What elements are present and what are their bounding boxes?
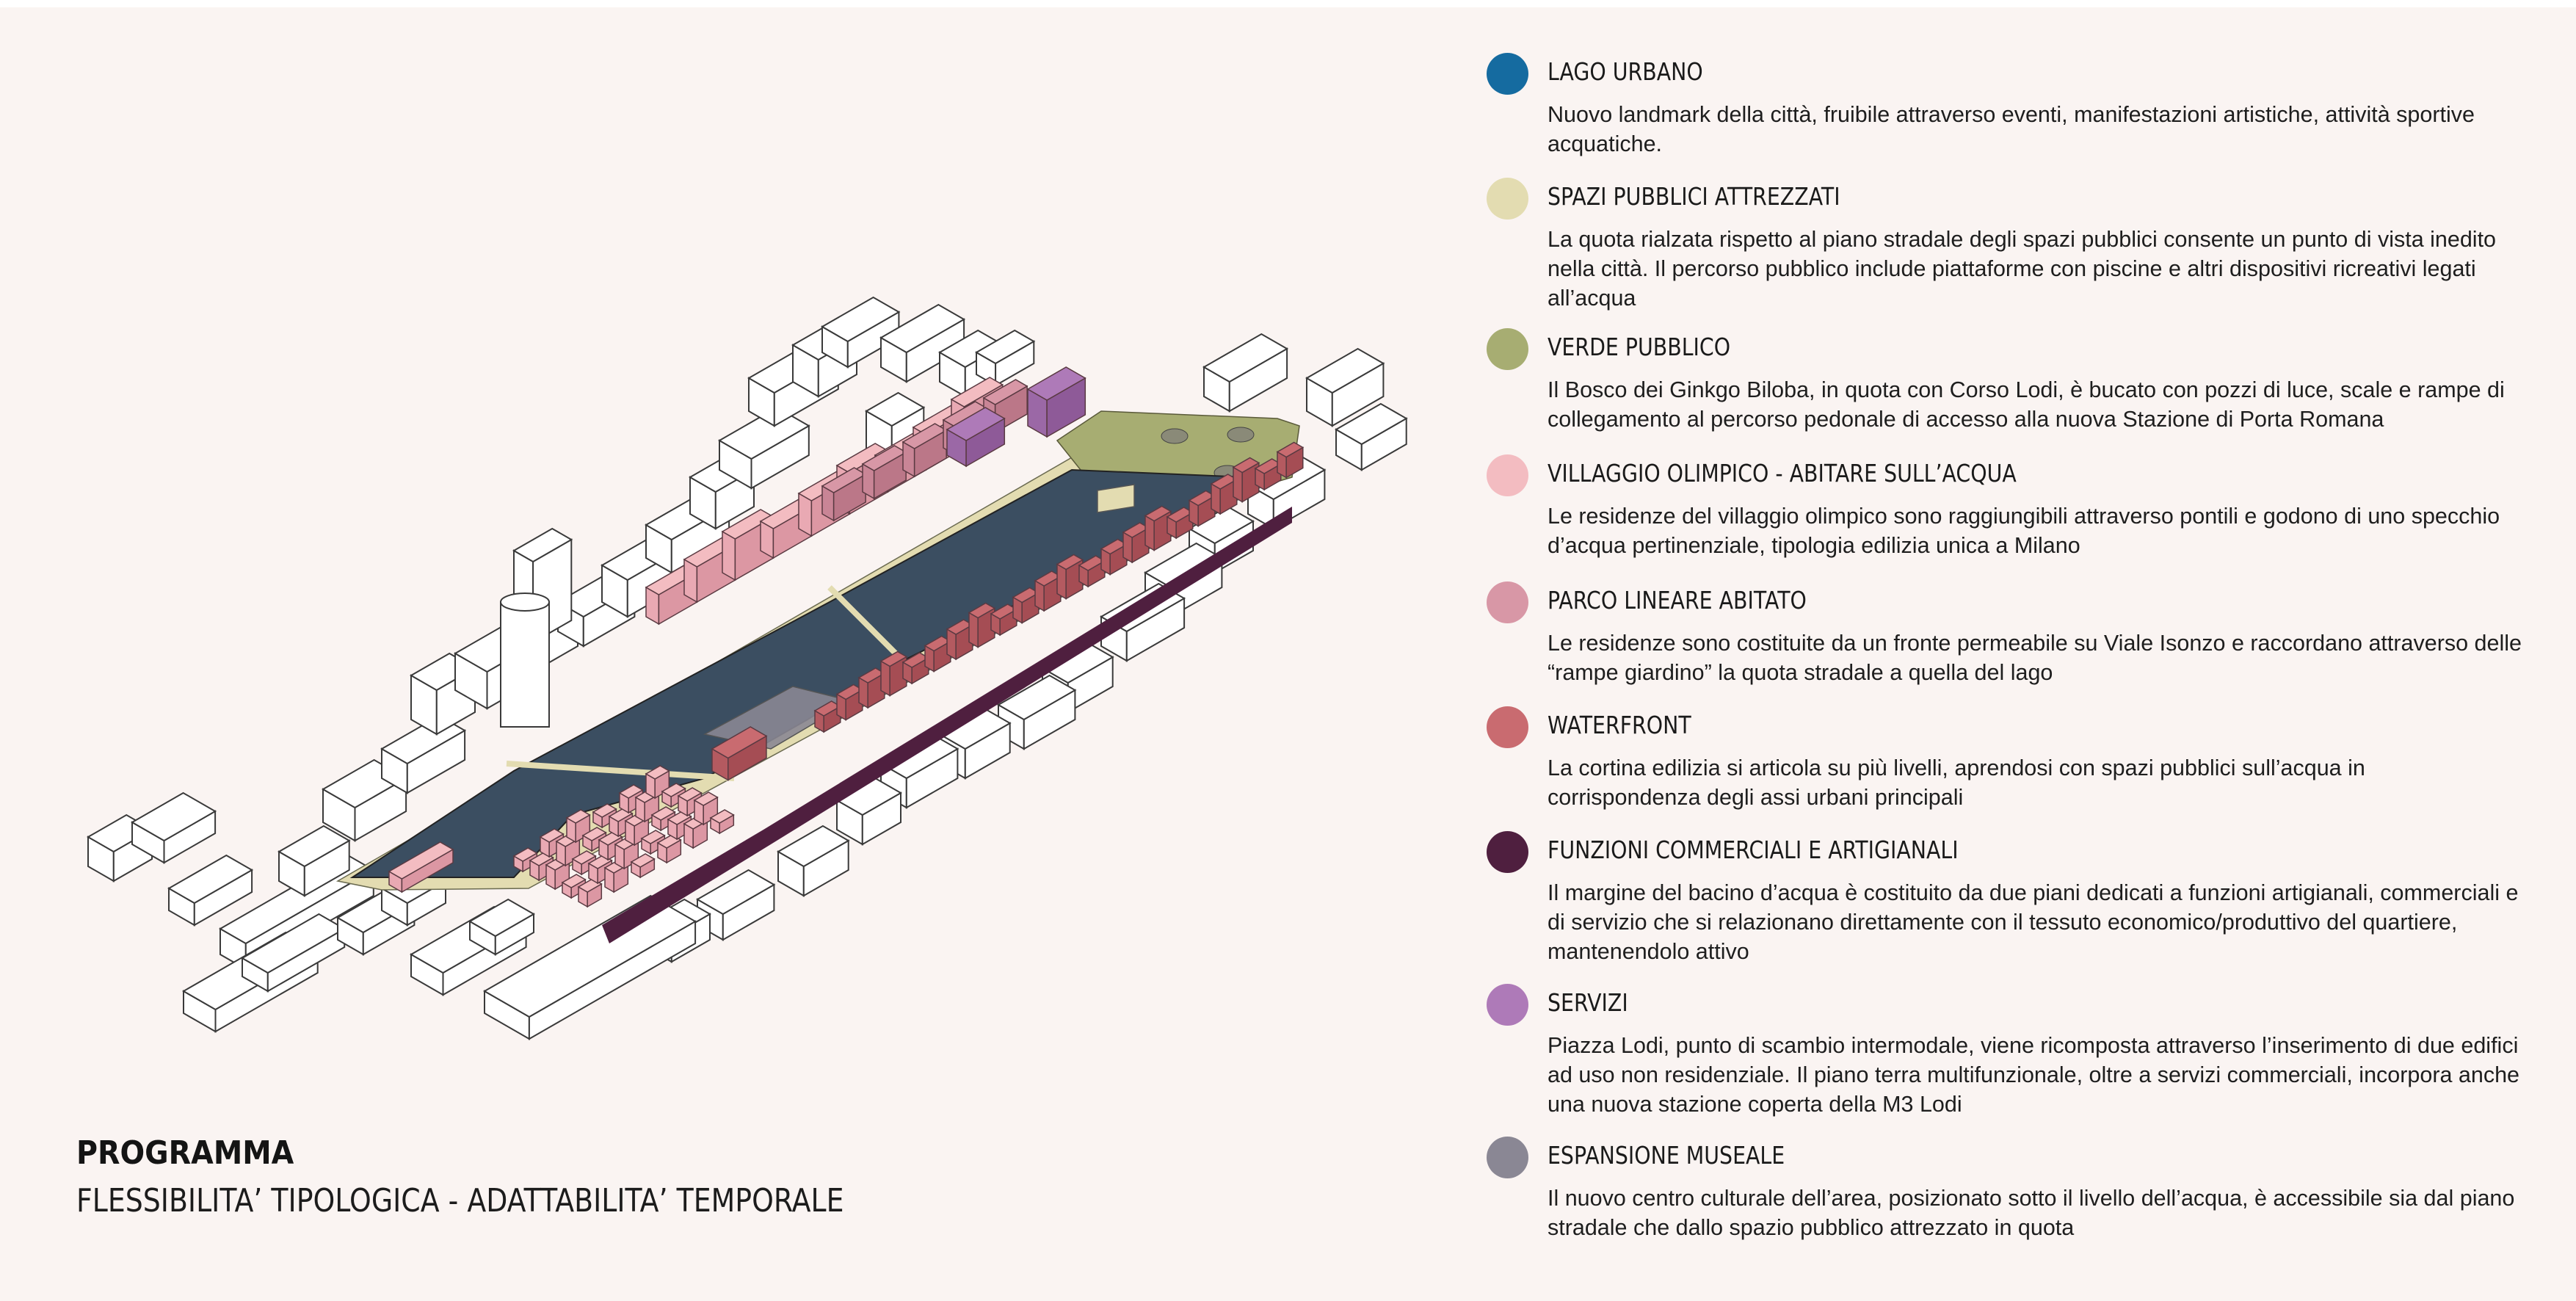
buildings [388,366,1305,908]
beige-circle-icon [1487,178,1528,220]
legend-item-description: Le residenze del villaggio olimpico sono… [1548,504,2500,558]
top-strip [0,0,2576,7]
legend-item-description: Nuovo landmark della città, fruibile att… [1548,102,2475,156]
legend-item-title: LAGO URBANO [1548,57,1703,86]
legend-item-description: La cortina edilizia si articola su più l… [1548,755,2365,810]
caption: PROGRAMMA FLESSIBILITA’ TIPOLOGICA - ADA… [76,1134,969,1220]
pink-circle-icon [1487,581,1528,623]
waterfront-building [1276,441,1305,479]
legend-item-description: La quota rialzata rispetto al piano stra… [1548,227,2497,311]
legend-item-description: Piazza Lodi, punto di scambio intermodal… [1548,1033,2520,1117]
tower [500,592,550,728]
commercial-base [602,507,1292,943]
waterfront-building [1056,554,1084,600]
waterfront-building [1210,474,1238,515]
purple-circle-icon [1487,984,1528,1026]
red-circle-icon [1487,706,1528,748]
caption-subtitle: FLESSIBILITA’ TIPOLOGICA - ADATTABILITA’… [76,1182,844,1220]
context-building [277,825,351,897]
context-building [380,714,467,794]
legend-item-title: SERVIZI [1548,988,1628,1017]
legend-item-title: ESPANSIONE MUSEALE [1548,1141,1785,1170]
legend-item-description: Il margine del bacino d’acqua è costitui… [1548,880,2519,964]
context-building [996,674,1077,750]
village-cluster-building [709,809,735,835]
light-well [1227,427,1255,443]
village-cluster-building [683,815,708,849]
waterfront-building [879,650,908,697]
linear-park-building [861,445,907,500]
plum-circle-icon [1487,831,1528,873]
waterfront-building [711,726,768,781]
waterfront-building [1100,538,1128,576]
platform [1097,484,1135,513]
context-buildings [86,296,1408,1040]
legend-item-title: SPAZI PUBBLICI ATTREZZATI [1548,182,1840,211]
services-building [946,407,1006,468]
context-building [820,296,901,369]
legend-item-title: VILLAGGIO OLIMPICO - ABITARE SULL’ACQUA [1548,459,2017,488]
waterfront-building [946,619,974,661]
context-building [1305,347,1385,427]
legend-item-description: Le residenze sono costituite da un front… [1548,631,2522,685]
context-building [167,854,254,927]
waterfront-building [924,635,952,673]
light-pink-circle-icon [1487,454,1528,496]
caption-title: PROGRAMMA [76,1134,294,1172]
legend-item-description: Il Bosco dei Ginkgo Biloba, in quota con… [1548,377,2505,432]
footbridge [506,761,735,781]
village-cluster-building [630,853,656,879]
waterfront-building [1254,458,1282,491]
light-well [1161,428,1189,444]
context-building [1334,402,1408,471]
context-building [482,894,697,1040]
grey-circle-icon [1487,1137,1528,1178]
village-cluster-building [577,878,603,908]
context-building [776,825,850,897]
waterfront-building [857,667,886,709]
waterfront-building [1232,457,1260,503]
legend-item-title: PARCO LINEARE ABITATO [1548,586,1807,615]
legend-item-title: VERDE PUBBLICO [1548,333,1731,361]
waterfront-building [1122,522,1150,564]
waterfront-building [1144,505,1172,551]
waterfront-building [968,602,996,648]
waterfront-building [1034,570,1062,612]
village-cluster-building [603,859,629,894]
context-building [974,329,1036,387]
axonometric-masterplan [86,296,1408,1040]
legend-item-description: Il nuovo centro culturale dell’area, pos… [1548,1186,2515,1240]
village-cluster-building [693,791,719,826]
context-building [1202,333,1289,413]
olive-circle-icon [1487,328,1528,370]
legend-item-title: WATERFRONT [1548,711,1691,739]
site-plan [335,410,1300,943]
context-building [468,898,536,956]
legend-item-title: FUNZIONI COMMERCIALI E ARTIGIANALI [1548,836,1959,864]
olympic-village-building [388,841,454,894]
context-building [130,791,217,864]
waterfront-building [990,604,1018,637]
context-building [879,303,966,383]
services-building [1026,366,1086,438]
context-building [240,913,347,993]
blue-circle-icon [1487,53,1528,95]
context-building [717,406,810,490]
context-building [835,777,903,846]
